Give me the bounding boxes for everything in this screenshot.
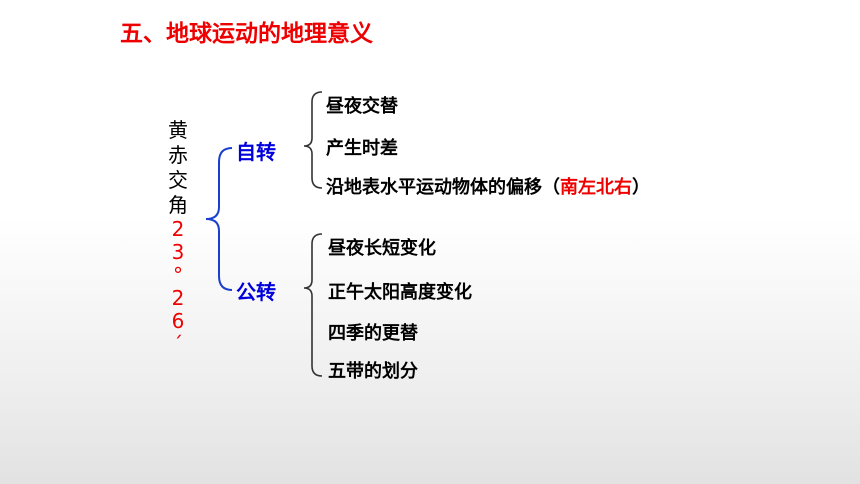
obliquity-value-char: 2	[171, 217, 185, 241]
main-brace	[205, 147, 233, 291]
obliquity-value-char: 6	[171, 309, 185, 333]
rotation-item: 产生时差	[326, 138, 398, 159]
revolution-brace	[303, 233, 323, 377]
deflection-suffix: ）	[632, 177, 650, 198]
deflection-highlight: 南左北右	[560, 177, 632, 198]
obliquity-label: 黄 赤 交 角	[166, 118, 190, 218]
obliquity-value: 2 3 ° 2 6 ´	[166, 218, 190, 356]
obliquity-value-char: ´	[173, 332, 183, 356]
revolution-item: 正午太阳高度变化	[328, 282, 472, 303]
page-title: 五、地球运动的地理意义	[120, 21, 373, 47]
rotation-label: 自转	[236, 140, 276, 164]
revolution-item: 四季的更替	[328, 323, 418, 344]
obliquity-label-char: 角	[168, 193, 188, 217]
revolution-item: 五带的划分	[328, 361, 418, 382]
obliquity-label-char: 交	[168, 168, 188, 192]
rotation-item-deflection: 沿地表水平运动物体的偏移（南左北右）	[326, 173, 650, 199]
obliquity-value-char: 3	[171, 240, 185, 264]
obliquity-label-char: 黄	[168, 118, 188, 142]
revolution-item: 昼夜长短变化	[328, 238, 436, 259]
deflection-text: 沿地表水平运动物体的偏移（	[326, 177, 560, 198]
obliquity-label-char: 赤	[168, 143, 188, 167]
obliquity-value-char: °	[173, 263, 183, 287]
rotation-item: 昼夜交替	[326, 96, 398, 117]
obliquity-value-char: 2	[171, 286, 185, 310]
rotation-brace	[303, 91, 323, 189]
revolution-label: 公转	[236, 280, 276, 304]
